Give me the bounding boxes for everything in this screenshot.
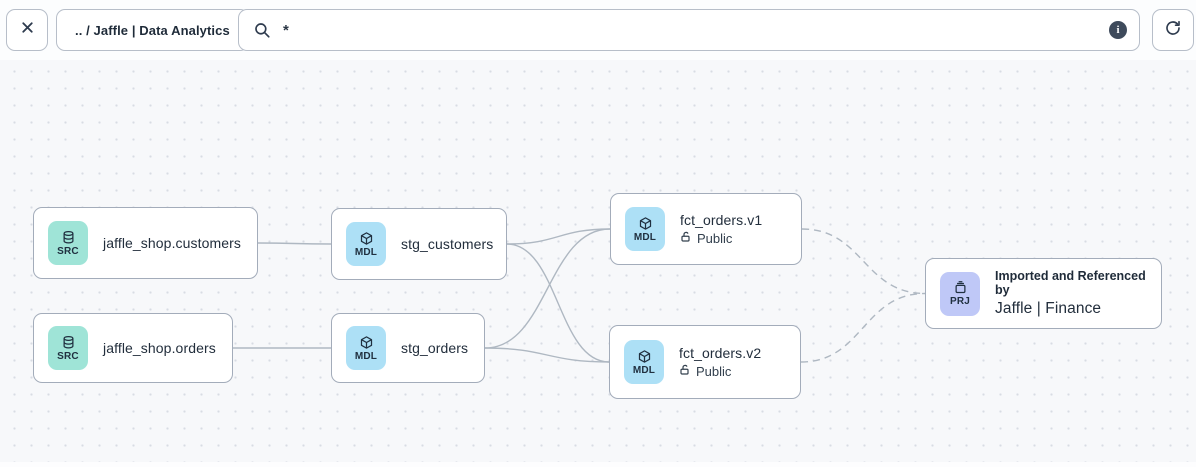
cube-icon xyxy=(359,231,374,246)
cube-icon xyxy=(637,349,652,364)
node-title: jaffle_shop.customers xyxy=(103,235,242,251)
refresh-button[interactable] xyxy=(1152,9,1194,51)
node-stg-orders[interactable]: MDL stg_orders xyxy=(331,313,485,383)
archive-icon xyxy=(953,280,968,295)
breadcrumb[interactable]: .. / Jaffle | Data Analytics xyxy=(56,9,249,51)
model-type-badge: MDL xyxy=(624,340,664,384)
refresh-icon xyxy=(1164,19,1182,42)
unlock-icon xyxy=(680,231,692,246)
node-title: fct_orders.v2 xyxy=(679,345,762,361)
search-input[interactable] xyxy=(283,21,1109,39)
badge-kind-label: MDL xyxy=(633,231,657,243)
bottom-strip xyxy=(0,462,1196,467)
badge-kind-label: SRC xyxy=(57,350,79,362)
edge-fct-orders-v2-prj-finance xyxy=(800,292,926,363)
unlock-icon xyxy=(679,364,691,379)
close-button[interactable] xyxy=(6,9,48,51)
x-icon xyxy=(19,19,36,41)
search-icon xyxy=(253,21,271,39)
badge-kind-label: MDL xyxy=(354,246,378,258)
node-stg-customers[interactable]: MDL stg_customers xyxy=(331,208,507,280)
node-title: stg_orders xyxy=(401,340,469,356)
project-type-badge: PRJ xyxy=(940,271,980,316)
badge-kind-label: MDL xyxy=(632,364,656,376)
node-src-customers[interactable]: SRC jaffle_shop.customers xyxy=(33,207,258,279)
breadcrumb-label: .. / Jaffle | Data Analytics xyxy=(75,22,230,38)
edge-stg-orders-fct-orders-v2 xyxy=(484,347,610,363)
badge-kind-label: PRJ xyxy=(949,296,971,307)
node-fct-orders-v1[interactable]: MDL fct_orders.v1 Public xyxy=(610,193,802,265)
source-type-badge: SRC xyxy=(48,221,88,265)
cube-icon xyxy=(638,216,653,231)
node-title: jaffle_shop.orders xyxy=(103,340,216,356)
node-title: stg_customers xyxy=(401,236,494,252)
node-fct-orders-v2[interactable]: MDL fct_orders.v2 Public xyxy=(609,325,801,399)
model-type-badge: MDL xyxy=(625,207,665,251)
node-title: fct_orders.v1 xyxy=(680,212,763,228)
database-icon xyxy=(61,335,76,350)
edge-stg-customers-fct-orders-v2 xyxy=(506,243,610,363)
model-type-badge: MDL xyxy=(346,326,386,370)
access-badge: Public xyxy=(679,364,761,379)
search-bar: i xyxy=(238,9,1140,51)
access-label: Public xyxy=(696,364,732,379)
info-icon[interactable]: i xyxy=(1109,21,1127,39)
source-type-badge: SRC xyxy=(48,326,88,370)
model-type-badge: MDL xyxy=(346,222,386,266)
edge-stg-customers-fct-orders-v1 xyxy=(506,228,611,245)
node-title: Jaffle | Finance xyxy=(995,300,1102,317)
access-badge: Public xyxy=(680,231,762,246)
toolbar: .. / Jaffle | Data Analytics i xyxy=(0,0,1196,60)
edge-src-customers-stg-customers xyxy=(257,242,332,245)
database-icon xyxy=(61,230,76,245)
access-label: Public xyxy=(697,231,733,246)
badge-kind-label: SRC xyxy=(57,245,79,257)
node-pre-title: Imported and Referenced by xyxy=(995,269,1146,297)
cube-icon xyxy=(359,335,374,350)
node-prj-finance[interactable]: PRJ Imported and Referenced by Jaffle | … xyxy=(925,258,1162,329)
badge-kind-label: MDL xyxy=(354,350,378,362)
edge-fct-orders-v1-prj-finance xyxy=(801,228,926,295)
node-src-orders[interactable]: SRC jaffle_shop.orders xyxy=(33,313,233,383)
